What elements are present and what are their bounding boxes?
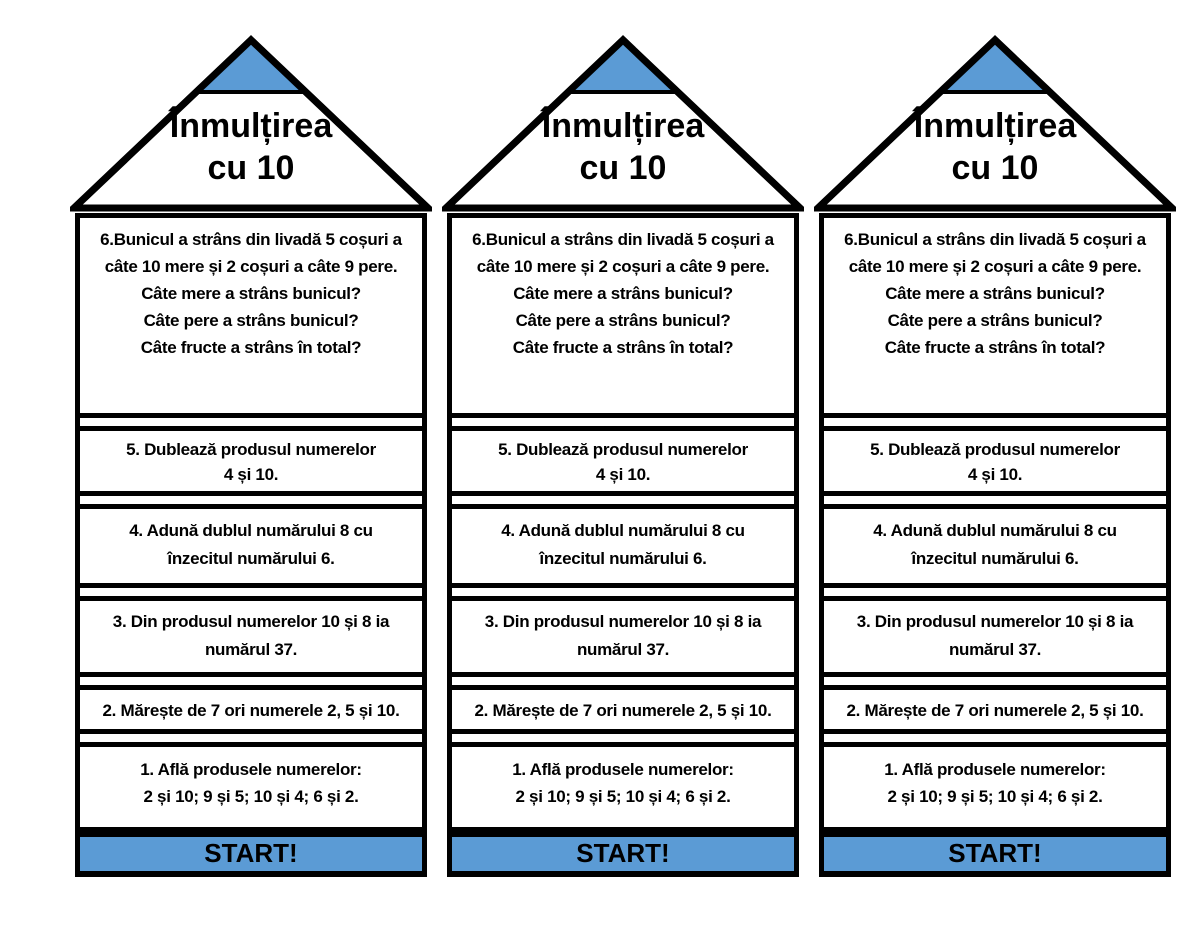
task-line: Câte fructe a strâns în total? bbox=[140, 338, 362, 357]
house-title-line1: Înmulțirea bbox=[169, 107, 333, 145]
task-line: 3. Din produsul numerelor 10 și 8 ia bbox=[112, 612, 390, 631]
task-line: Câte pere a strâns bunicul? bbox=[887, 311, 1103, 330]
task-box-6: 6.Bunicul a strâns din livadă 5 coșuri a… bbox=[80, 213, 422, 418]
task-line: 2. Mărește de 7 ori numerele 2, 5 și 10. bbox=[846, 701, 1144, 720]
task-box-1: 1. Află produsele numerelor: 2 și 10; 9 … bbox=[824, 742, 1166, 832]
task-line: câte 10 mere și 2 coșuri a câte 9 pere. bbox=[476, 257, 770, 276]
task-line: 2 și 10; 9 și 5; 10 și 4; 6 și 2. bbox=[887, 787, 1103, 806]
task-box-4: 4. Adună dublul numărului 8 cu înzecitul… bbox=[452, 504, 794, 588]
task-line: 4. Adună dublul numărului 8 cu bbox=[873, 521, 1117, 540]
task-line: 2 și 10; 9 și 5; 10 și 4; 6 și 2. bbox=[143, 787, 359, 806]
task-line: 4 și 10. bbox=[595, 465, 651, 484]
task-line: 4. Adună dublul numărului 8 cu bbox=[129, 521, 373, 540]
house-roof: Înmulțirea cu 10 bbox=[814, 35, 1176, 213]
task-line: 6.Bunicul a strâns din livadă 5 coșuri a bbox=[472, 230, 774, 249]
house-body: 6.Bunicul a strâns din livadă 5 coșuri a… bbox=[75, 213, 427, 877]
task-box-2: 2. Mărește de 7 ori numerele 2, 5 și 10. bbox=[80, 685, 422, 734]
task-line: 1. Află produsele numerelor: bbox=[884, 760, 1106, 779]
task-line: 4 și 10. bbox=[967, 465, 1023, 484]
start-bar: START! bbox=[824, 832, 1166, 877]
house-title-line2: cu 10 bbox=[207, 149, 295, 187]
house-title-line2: cu 10 bbox=[951, 149, 1039, 187]
houses-row: Înmulțirea cu 10 6.Bunicul a strâns din … bbox=[70, 35, 1180, 877]
task-line: Câte pere a strâns bunicul? bbox=[515, 311, 731, 330]
worksheet-house: Înmulțirea cu 10 6.Bunicul a strâns din … bbox=[814, 35, 1176, 877]
house-title-line1: Înmulțirea bbox=[913, 107, 1077, 145]
task-box-1: 1. Află produsele numerelor: 2 și 10; 9 … bbox=[452, 742, 794, 832]
task-line: Câte mere a strâns bunicul? bbox=[513, 284, 733, 303]
worksheet-house: Înmulțirea cu 10 6.Bunicul a strâns din … bbox=[70, 35, 432, 877]
task-box-6: 6.Bunicul a strâns din livadă 5 coșuri a… bbox=[452, 213, 794, 418]
roof-outline-overlay bbox=[442, 35, 804, 212]
task-line: 2. Mărește de 7 ori numerele 2, 5 și 10. bbox=[474, 701, 772, 720]
start-bar: START! bbox=[80, 832, 422, 877]
task-line: numărul 37. bbox=[948, 640, 1042, 659]
chimney-triangle bbox=[942, 42, 1048, 92]
house-title: Înmulțirea cu 10 bbox=[442, 105, 804, 189]
task-line: 5. Dublează produsul numerelor bbox=[126, 440, 376, 459]
chimney-triangle bbox=[570, 42, 676, 92]
task-line: Câte mere a strâns bunicul? bbox=[141, 284, 361, 303]
start-bar: START! bbox=[452, 832, 794, 877]
task-line: câte 10 mere și 2 coșuri a câte 9 pere. bbox=[104, 257, 398, 276]
task-line: înzecitul numărului 6. bbox=[911, 549, 1079, 568]
task-line: 1. Află produsele numerelor: bbox=[140, 760, 362, 779]
house-title: Înmulțirea cu 10 bbox=[814, 105, 1176, 189]
task-line: 6.Bunicul a strâns din livadă 5 coșuri a bbox=[844, 230, 1146, 249]
house-body: 6.Bunicul a strâns din livadă 5 coșuri a… bbox=[447, 213, 799, 877]
roof-graphic bbox=[814, 35, 1176, 212]
task-line: înzecitul numărului 6. bbox=[167, 549, 335, 568]
roof-outline-overlay bbox=[814, 35, 1176, 212]
task-box-1: 1. Află produsele numerelor: 2 și 10; 9 … bbox=[80, 742, 422, 832]
task-box-2: 2. Mărește de 7 ori numerele 2, 5 și 10. bbox=[452, 685, 794, 734]
task-line: 3. Din produsul numerelor 10 și 8 ia bbox=[856, 612, 1134, 631]
task-box-4: 4. Adună dublul numărului 8 cu înzecitul… bbox=[824, 504, 1166, 588]
task-box-5: 5. Dublează produsul numerelor 4 și 10. bbox=[80, 426, 422, 496]
task-box-4: 4. Adună dublul numărului 8 cu înzecitul… bbox=[80, 504, 422, 588]
task-line: numărul 37. bbox=[576, 640, 670, 659]
task-line: Câte fructe a strâns în total? bbox=[512, 338, 734, 357]
house-title: Înmulțirea cu 10 bbox=[70, 105, 432, 189]
house-title-line1: Înmulțirea bbox=[541, 107, 705, 145]
worksheet-house: Înmulțirea cu 10 6.Bunicul a strâns din … bbox=[442, 35, 804, 877]
house-roof: Înmulțirea cu 10 bbox=[70, 35, 432, 213]
house-body: 6.Bunicul a strâns din livadă 5 coșuri a… bbox=[819, 213, 1171, 877]
task-line: 2 și 10; 9 și 5; 10 și 4; 6 și 2. bbox=[515, 787, 731, 806]
task-box-2: 2. Mărește de 7 ori numerele 2, 5 și 10. bbox=[824, 685, 1166, 734]
task-line: Câte fructe a strâns în total? bbox=[884, 338, 1106, 357]
task-box-6: 6.Bunicul a strâns din livadă 5 coșuri a… bbox=[824, 213, 1166, 418]
task-line: câte 10 mere și 2 coșuri a câte 9 pere. bbox=[848, 257, 1142, 276]
task-line: 5. Dublează produsul numerelor bbox=[870, 440, 1120, 459]
task-line: Câte mere a strâns bunicul? bbox=[885, 284, 1105, 303]
roof-graphic bbox=[442, 35, 804, 212]
task-line: 1. Află produsele numerelor: bbox=[512, 760, 734, 779]
task-line: 3. Din produsul numerelor 10 și 8 ia bbox=[484, 612, 762, 631]
roof-outline-overlay bbox=[70, 35, 432, 212]
roof-graphic bbox=[70, 35, 432, 212]
task-line: 6.Bunicul a strâns din livadă 5 coșuri a bbox=[100, 230, 402, 249]
task-box-3: 3. Din produsul numerelor 10 și 8 ia num… bbox=[80, 596, 422, 677]
task-line: 4. Adună dublul numărului 8 cu bbox=[501, 521, 745, 540]
task-box-5: 5. Dublează produsul numerelor 4 și 10. bbox=[452, 426, 794, 496]
task-box-3: 3. Din produsul numerelor 10 și 8 ia num… bbox=[824, 596, 1166, 677]
task-line: înzecitul numărului 6. bbox=[539, 549, 707, 568]
house-title-line2: cu 10 bbox=[579, 149, 667, 187]
task-box-5: 5. Dublează produsul numerelor 4 și 10. bbox=[824, 426, 1166, 496]
task-box-3: 3. Din produsul numerelor 10 și 8 ia num… bbox=[452, 596, 794, 677]
chimney-triangle bbox=[198, 42, 304, 92]
task-line: 4 și 10. bbox=[223, 465, 279, 484]
task-line: 2. Mărește de 7 ori numerele 2, 5 și 10. bbox=[102, 701, 400, 720]
task-line: numărul 37. bbox=[204, 640, 298, 659]
task-line: 5. Dublează produsul numerelor bbox=[498, 440, 748, 459]
house-roof: Înmulțirea cu 10 bbox=[442, 35, 804, 213]
task-line: Câte pere a strâns bunicul? bbox=[143, 311, 359, 330]
